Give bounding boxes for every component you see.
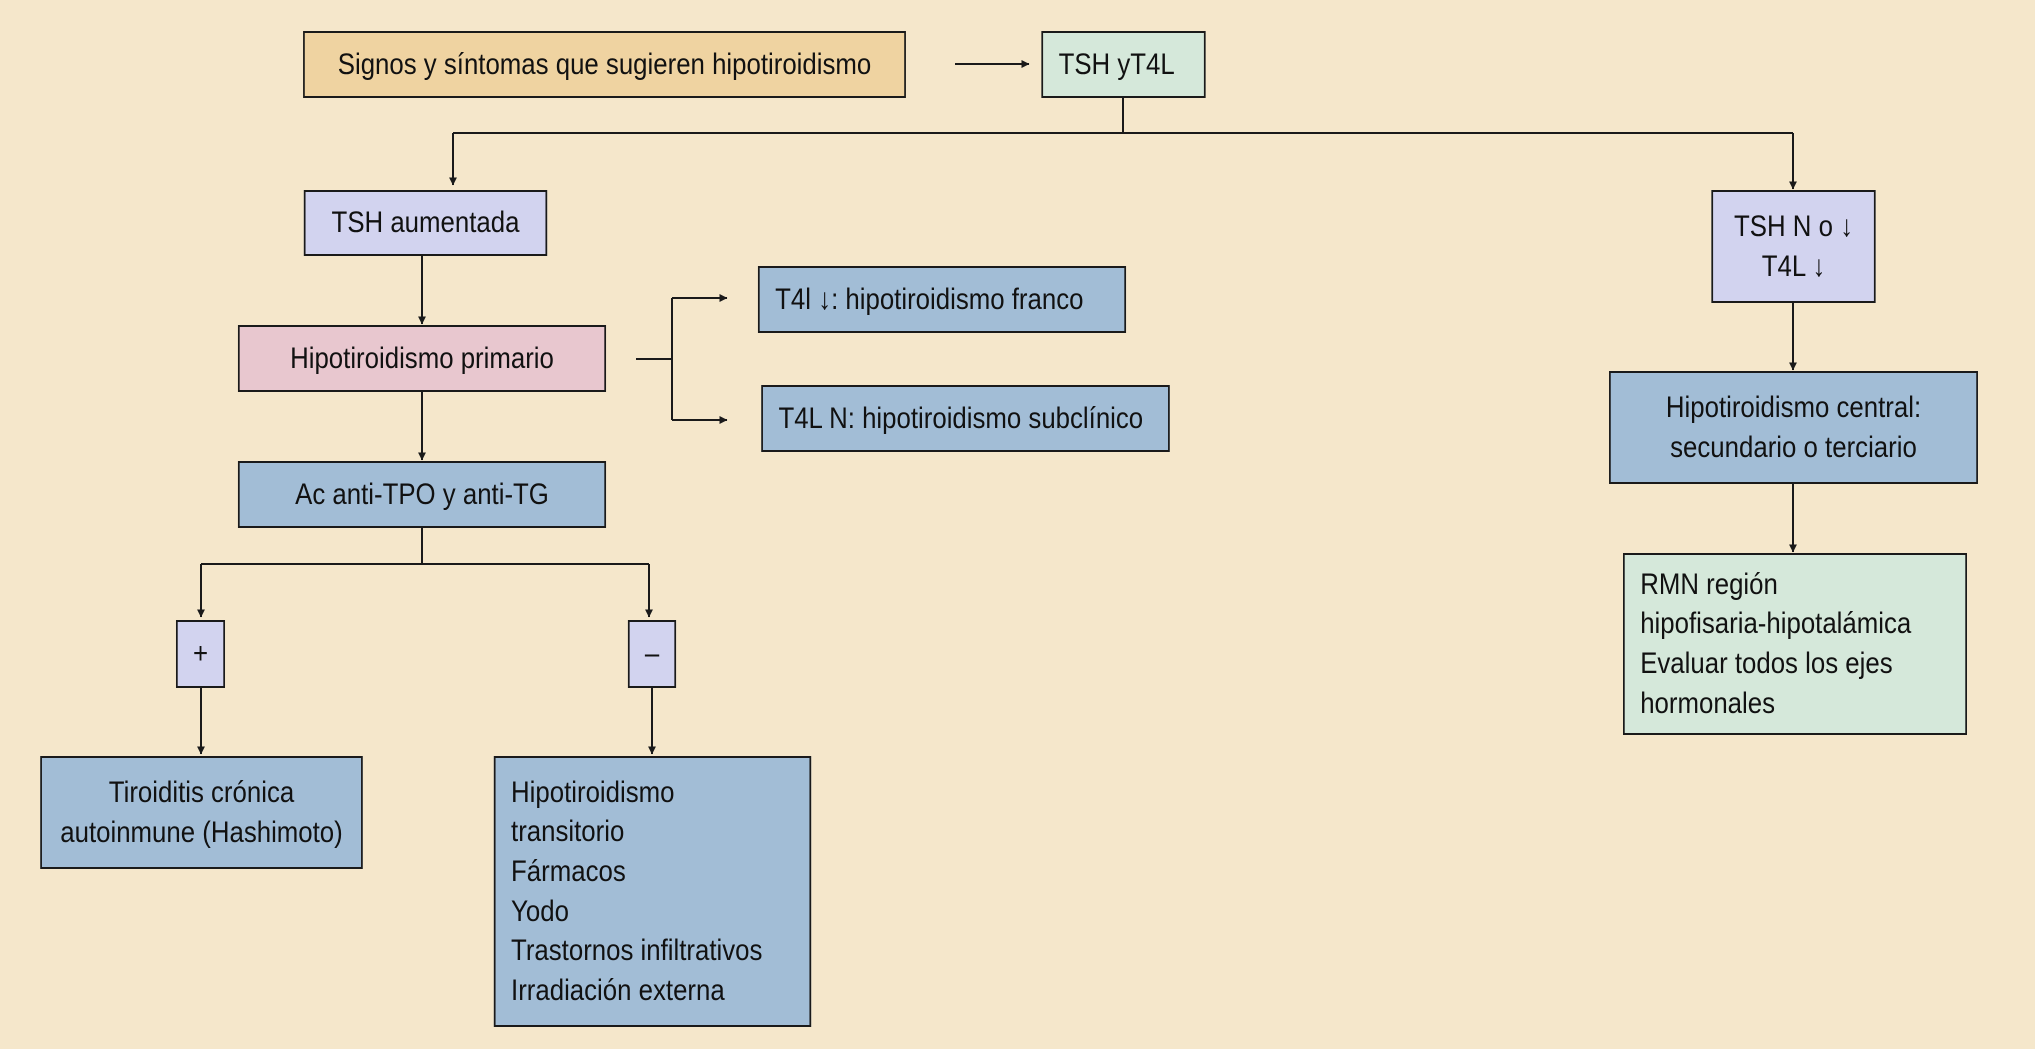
node-tsh-t4l-label: TSH yT4L xyxy=(1058,47,1175,81)
node-overt-hypothyroidism-label: T4l ↓: hipotiroidismo franco xyxy=(775,282,1084,316)
node-negative-label: – xyxy=(644,637,660,671)
line-tsh-split xyxy=(453,98,1124,134)
node-overt-hypothyroidism: T4l ↓: hipotiroidismo franco xyxy=(757,266,1127,333)
node-hashimoto-label: Tiroiditis crónica autoinmune (Hashimoto… xyxy=(60,775,343,849)
node-mri-evaluation: RMN región hipofisaria-hipotalámica Eval… xyxy=(1623,553,1967,735)
node-subclinical-hypothyroidism-label: T4L N: hipotiroidismo subclínico xyxy=(778,401,1144,435)
node-subclinical-hypothyroidism: T4L N: hipotiroidismo subclínico xyxy=(761,385,1170,452)
node-tsh-normal-low-label: TSH N o ↓ T4L ↓ xyxy=(1733,209,1853,283)
node-tsh-normal-low: TSH N o ↓ T4L ↓ xyxy=(1711,190,1876,303)
node-negative-causes-label: Hipotiroidismo transitorio Fármacos Yodo… xyxy=(511,775,763,1007)
node-positive: + xyxy=(175,620,226,688)
node-mri-evaluation-label: RMN región hipofisaria-hipotalámica Eval… xyxy=(1640,567,1912,720)
node-central-hypothyroidism: Hipotiroidismo central: secundario o ter… xyxy=(1609,371,1978,484)
node-antibodies-label: Ac anti-TPO y anti-TG xyxy=(295,477,549,511)
node-hashimoto: Tiroiditis crónica autoinmune (Hashimoto… xyxy=(40,756,363,869)
node-tsh-high-label: TSH aumentada xyxy=(331,206,520,240)
node-negative-causes: Hipotiroidismo transitorio Fármacos Yodo… xyxy=(493,756,812,1027)
node-primary-hypothyroidism: Hipotiroidismo primario xyxy=(237,325,607,392)
node-antibodies: Ac anti-TPO y anti-TG xyxy=(237,461,607,528)
node-signs-symptoms: Signos y síntomas que sugieren hipotiroi… xyxy=(303,31,906,98)
node-signs-symptoms-label: Signos y síntomas que sugieren hipotiroi… xyxy=(337,47,872,81)
node-primary-hypothyroidism-label: Hipotiroidismo primario xyxy=(290,341,554,375)
node-tsh-high: TSH aumentada xyxy=(303,190,548,256)
node-negative: – xyxy=(627,620,677,688)
line-antibodies-split xyxy=(201,528,649,565)
node-tsh-t4l: TSH yT4L xyxy=(1041,31,1206,98)
node-positive-label: + xyxy=(192,637,209,671)
node-central-hypothyroidism-label: Hipotiroidismo central: secundario o ter… xyxy=(1665,390,1922,464)
